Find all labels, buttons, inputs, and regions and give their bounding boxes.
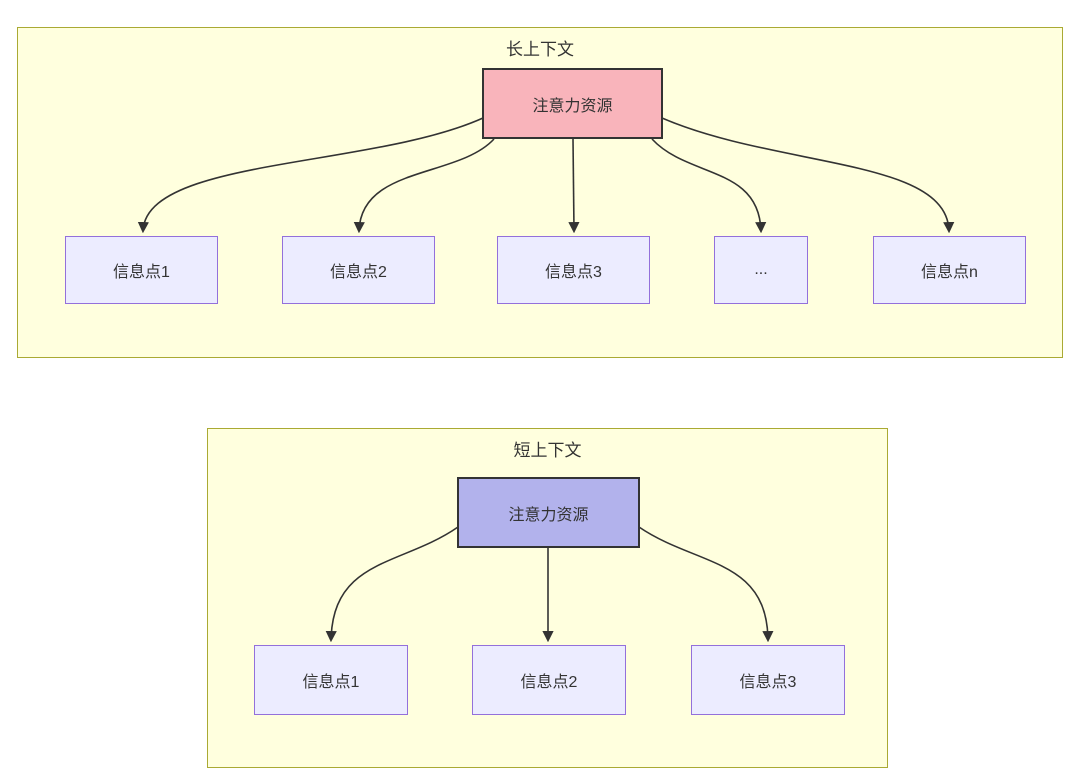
node-long-info-point-2: 信息点2 xyxy=(282,236,435,304)
node-short-info-point-3: 信息点3 xyxy=(691,645,845,715)
node-long-info-point-n: 信息点n xyxy=(873,236,1026,304)
node-attention-long: 注意力资源 xyxy=(482,68,663,139)
node-short-info-point-2: 信息点2 xyxy=(472,645,626,715)
node-long-info-point-3: 信息点3 xyxy=(497,236,650,304)
node-long-info-point-1: 信息点1 xyxy=(65,236,218,304)
node-attention-short: 注意力资源 xyxy=(457,477,640,548)
node-short-info-point-1: 信息点1 xyxy=(254,645,408,715)
node-long-info-point-ellipsis: ... xyxy=(714,236,808,304)
cluster-short-context-title: 短上下文 xyxy=(513,441,582,460)
cluster-long-context-title: 长上下文 xyxy=(506,40,574,59)
